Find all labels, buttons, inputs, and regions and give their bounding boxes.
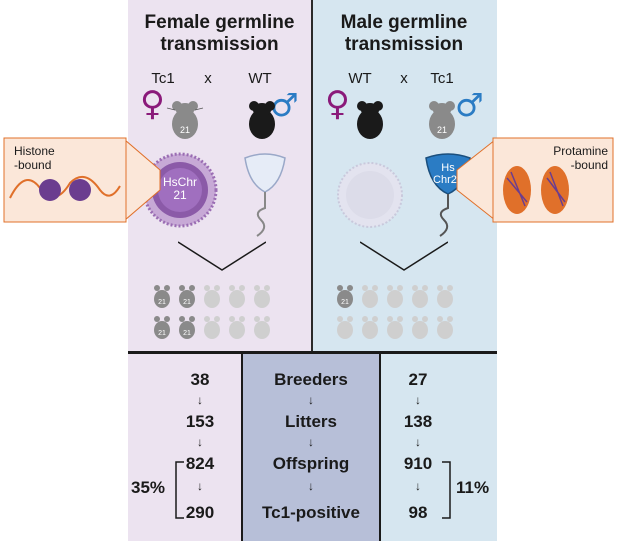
wt-male-mouse-icon [249,101,275,139]
tc1-male-mouse-icon: 21 [429,101,455,139]
female-offspring-mouse-5 [254,285,270,308]
female-offspring-mouse-9 [229,316,245,339]
stage-breeders: Breeders [274,370,348,389]
female-symbol-icon: ♀ [140,84,165,124]
female-title-line1: Female germline [144,12,295,33]
egg-label: HsChr 21 [152,176,208,202]
female-panel-title: Female germline transmission [128,12,311,56]
protamine-callout-shape [456,137,614,223]
female-offspring-mouse-4 [229,285,245,308]
male-offspring-branch [360,241,448,271]
female-title-line2: transmission [160,34,279,55]
female-offspring-branch [178,241,266,271]
male-offspring-mouse-7 [362,316,378,339]
table-divider [128,351,497,354]
female-counts-panel [128,354,242,541]
male-offspring-grid: 21 [337,285,453,339]
female-offspring-mouse-3 [204,285,220,308]
female-offspring-label: 21 [158,299,166,306]
wt-female-mouse-icon [357,101,383,139]
male-arrow-3: ↓ [415,479,421,493]
female-offspring-mouse-6-tc1-positive: 21 [154,316,170,339]
table-column-divider-left [241,354,243,541]
female-cross-parent-right: WT [248,70,272,87]
female-offspring-label: 21 [183,299,191,306]
male-cross-parent-left: WT [348,70,372,87]
male-percent-bracket [442,461,451,519]
female-litters-count: 153 [185,412,215,431]
male-offspring-label: 21 [341,299,349,306]
stages-panel [242,354,380,541]
female-symbol-icon-right: ♀ [325,84,350,124]
male-transmission-percent: 11% [456,478,490,497]
stage-offspring: Offspring [272,454,350,473]
sperm-label-line1: Hs [441,162,455,174]
protamine-callout-label: Protamine -bound [538,144,608,172]
male-title-line2: transmission [344,34,464,55]
tc1-female-mouse-label: 21 [180,125,190,135]
male-offspring-mouse-9 [412,316,428,339]
male-title-line1: Male germline [340,12,468,33]
wt-sperm-icon [244,153,286,237]
egg-label-line1: HsChr [162,175,197,189]
stage-arrow-3: ↓ [308,479,314,493]
egg-with-hschr21-icon [142,152,218,228]
female-offspring-grid: 21 21 21 21 [154,285,270,339]
histone-callout-line1: Histone [14,144,55,158]
histone-callout-shape [3,137,161,223]
male-breeders-count: 27 [408,370,428,389]
sperm-label: Hs Chr21 [420,162,476,186]
female-percent-bracket [175,461,184,519]
protamine-callout-line1: Protamine [553,144,608,158]
female-transmission-percent: 35% [131,478,166,497]
protamine-callout-line2: -bound [570,158,608,172]
female-offspring-mouse-1-tc1-positive: 21 [154,285,170,308]
male-offspring-mouse-3 [387,285,403,308]
male-symbol-icon-right: ♂ [455,86,484,124]
table-column-divider-right [379,354,381,541]
female-offspring-label: 21 [183,330,191,337]
male-counts-panel [380,354,497,541]
male-offspring-mouse-2 [362,285,378,308]
female-offspring-mouse-2-tc1-positive: 21 [179,285,195,308]
female-arrow-1: ↓ [197,393,203,407]
stage-arrow-2: ↓ [308,435,314,449]
female-arrow-3: ↓ [197,479,203,493]
male-arrow-1: ↓ [415,393,421,407]
male-offspring-mouse-6 [337,316,353,339]
egg-label-line2: 21 [173,188,187,202]
male-litters-count: 138 [403,412,433,431]
male-offspring-mouse-8 [387,316,403,339]
female-offspring-mouse-8 [204,316,220,339]
male-tc1-positive-count: 98 [408,503,428,522]
male-cross-parent-right: Tc1 [430,70,454,87]
wt-egg-icon [337,162,403,228]
panel-divider [311,0,313,351]
male-offspring-mouse-5 [437,285,453,308]
female-arrow-2: ↓ [197,435,203,449]
female-cross-x: x [204,70,212,87]
male-offspring-mouse-10 [437,316,453,339]
male-offspring-count: 910 [403,454,433,473]
sperm-label-line2: Chr21 [433,174,463,186]
female-offspring-count: 824 [185,454,215,473]
stage-arrow-1: ↓ [308,393,314,407]
female-offspring-mouse-10 [254,316,270,339]
stage-litters: Litters [285,412,337,431]
female-breeders-count: 38 [190,370,210,389]
histone-callout-label: Histone -bound [14,144,55,172]
tc1-male-mouse-label: 21 [437,125,447,135]
male-offspring-mouse-1-tc1-positive: 21 [337,285,353,308]
male-panel-title: Male germline transmission [311,12,497,56]
female-tc1-positive-count: 290 [185,503,215,522]
male-arrow-2: ↓ [415,435,421,449]
female-offspring-label: 21 [158,330,166,337]
female-cross-parent-left: Tc1 [151,70,175,87]
histone-callout-line2: -bound [14,158,52,172]
male-cross-x: x [400,70,408,87]
tc1-female-mouse-icon: 21 [166,101,204,139]
female-offspring-mouse-7-tc1-positive: 21 [179,316,195,339]
male-offspring-mouse-4 [412,285,428,308]
stage-tc1-positive: Tc1-positive [262,503,360,522]
